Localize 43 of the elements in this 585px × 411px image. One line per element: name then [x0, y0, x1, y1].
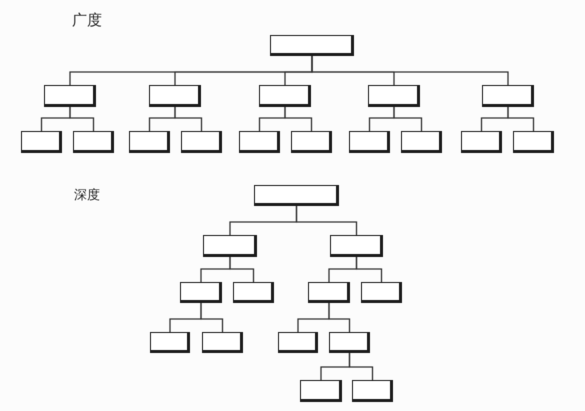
connector-line — [356, 257, 382, 282]
section-label: 深度 — [74, 189, 100, 204]
connector-line — [328, 303, 350, 332]
org-chart-box — [330, 235, 383, 257]
org-chart-box — [278, 332, 318, 353]
org-chart-box — [233, 282, 274, 303]
org-chart-box — [329, 332, 370, 353]
connector-line — [393, 107, 422, 131]
connector-line — [311, 56, 509, 85]
connector-line — [200, 303, 224, 332]
org-chart-box — [150, 332, 190, 353]
org-chart-box — [361, 282, 402, 303]
connector-line — [296, 206, 358, 235]
connector-line — [507, 107, 534, 131]
org-chart-box — [300, 380, 342, 402]
org-chart-box — [239, 131, 280, 153]
org-chart-box — [270, 35, 354, 56]
org-chart-box — [291, 131, 332, 153]
org-chart-box — [129, 131, 170, 153]
connector-line — [284, 107, 312, 131]
org-chart-box — [203, 235, 257, 257]
org-chart-box — [73, 131, 114, 153]
org-chart-box — [482, 85, 534, 107]
org-chart-box — [181, 131, 222, 153]
org-chart-box — [368, 85, 420, 107]
org-chart-box — [349, 131, 390, 153]
section-label: 广度 — [72, 12, 102, 28]
connector-line — [69, 107, 94, 131]
org-chart-box — [180, 282, 222, 303]
org-chart-box — [461, 131, 502, 153]
org-chart-box — [44, 85, 96, 107]
org-chart-box — [513, 131, 554, 153]
connector-line — [174, 107, 202, 131]
org-chart-box — [401, 131, 442, 153]
org-chart-box — [308, 282, 350, 303]
org-chart-box — [21, 131, 62, 153]
org-chart-box — [254, 185, 339, 206]
org-chart-box — [259, 85, 311, 107]
connector-line — [229, 257, 254, 282]
connector-line — [348, 353, 374, 380]
org-chart-box — [352, 380, 393, 402]
org-chart-box — [202, 332, 243, 353]
org-chart-box — [149, 85, 201, 107]
